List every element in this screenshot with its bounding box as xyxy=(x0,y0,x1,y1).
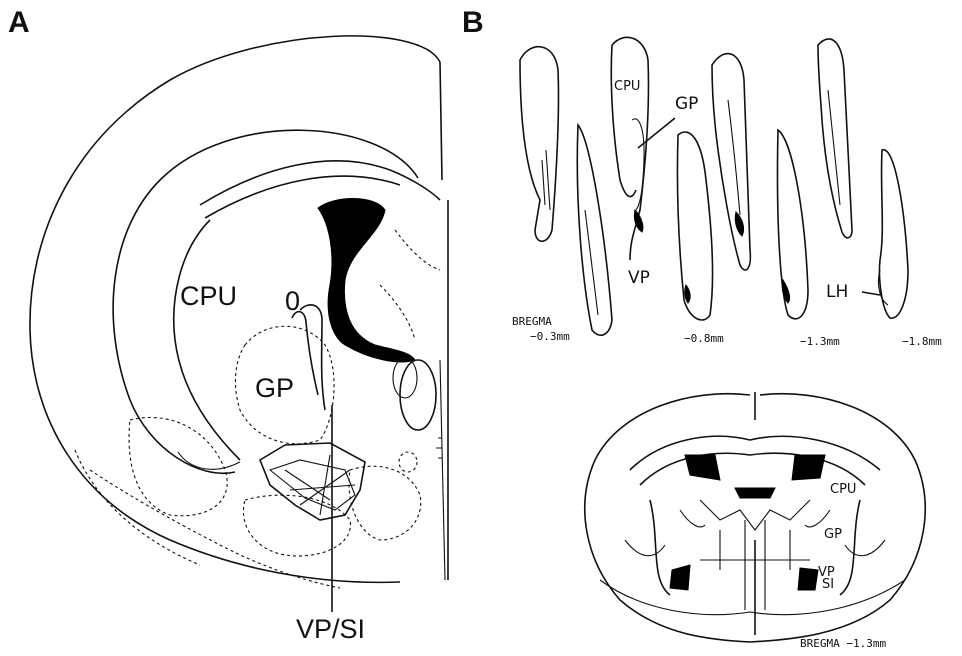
cpu-label: CPU xyxy=(180,283,237,310)
level-4: −1.8mm xyxy=(902,336,942,347)
ventricle-mark-label: 0 xyxy=(285,288,300,315)
level-3: −1.3mm xyxy=(800,336,840,347)
vp-label-b: VP xyxy=(628,270,650,287)
panel-b-sections xyxy=(520,37,908,335)
panel-a-letter: A xyxy=(8,8,30,38)
level-1: −0.3mm xyxy=(530,331,570,342)
level-2: −0.8mm xyxy=(684,333,724,344)
vp-si-label: VP/SI xyxy=(296,616,365,643)
gp-label: GP xyxy=(255,375,294,402)
panel-b-letter: B xyxy=(462,8,484,38)
cpu-label-b: CPU xyxy=(614,80,640,93)
bregma-word: BREGMA xyxy=(512,316,552,327)
lh-label: LH xyxy=(826,284,848,301)
gp-label-b: GP xyxy=(675,96,698,113)
coronal-cpu-label: CPU xyxy=(830,483,856,496)
coronal-bregma-label: BREGMA −1.3mm xyxy=(800,638,886,649)
coronal-si-label: SI xyxy=(822,578,834,591)
panel-a-drawing xyxy=(30,36,448,612)
panel-b-coronal xyxy=(585,392,925,642)
coronal-gp-label: GP xyxy=(824,528,842,541)
